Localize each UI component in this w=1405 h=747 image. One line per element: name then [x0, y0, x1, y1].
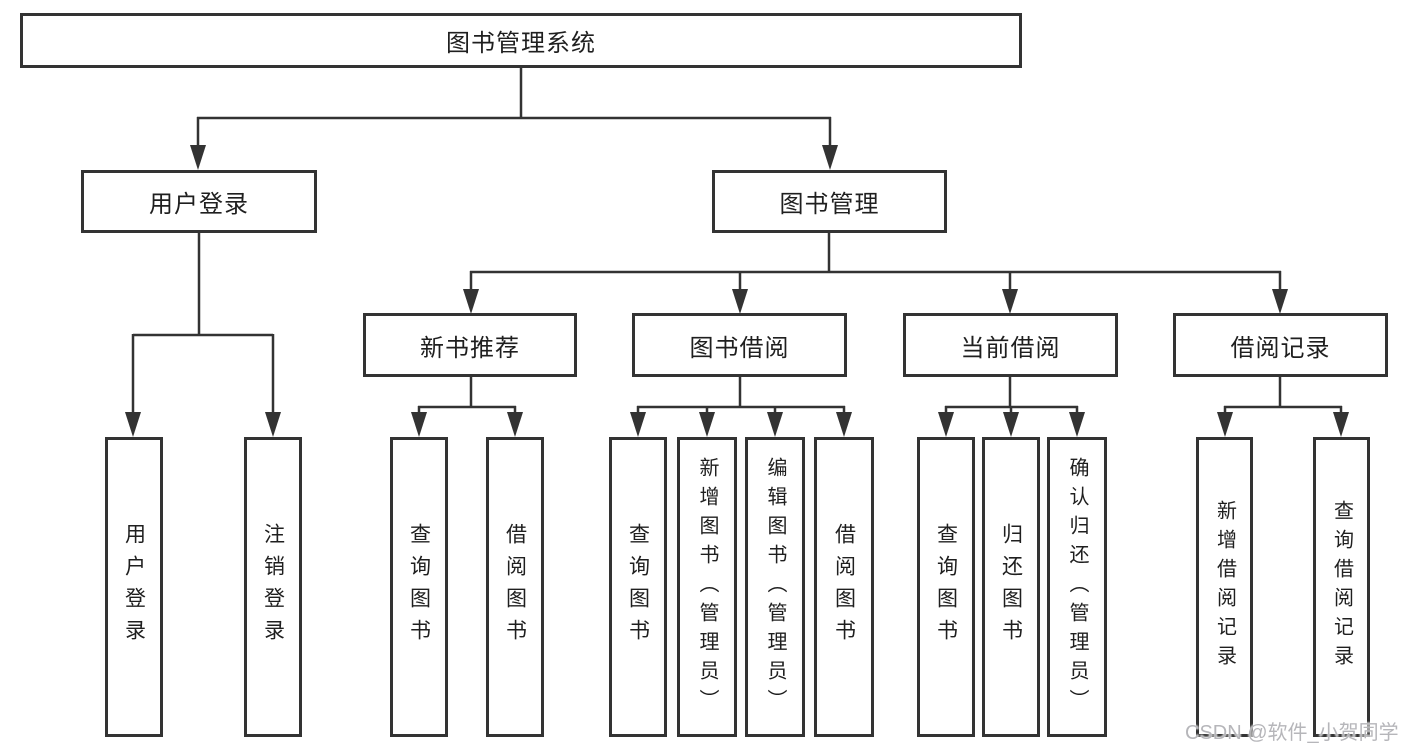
arrowhead [1272, 289, 1288, 314]
arrowhead [732, 289, 748, 314]
connector-new-book-split [411, 376, 523, 437]
leaf-user-login: 用户登录 [105, 437, 163, 737]
node-book-borrowing: 图书借阅 [632, 313, 847, 377]
arrowhead [265, 412, 281, 437]
node-current-borrowing: 当前借阅 [903, 313, 1118, 377]
leaf-record-query-borrow-record: 查询借阅记录 [1313, 437, 1370, 737]
leaf-logout: 注销登录 [244, 437, 302, 737]
node-label: 借阅图书 [503, 523, 527, 651]
arrowhead [125, 412, 141, 437]
arrowhead [190, 145, 206, 170]
node-label: 借阅图书 [832, 523, 856, 651]
node-label: 查询图书 [626, 523, 650, 651]
node-label: 编辑图书（管理员） [764, 456, 786, 718]
leaf-current-query-books: 查询图书 [917, 437, 975, 737]
arrowhead [938, 412, 954, 437]
arrowhead [822, 145, 838, 170]
arrowhead [411, 412, 427, 437]
arrowhead [1002, 289, 1018, 314]
node-label: 图书管理 [779, 191, 880, 218]
arrowhead [836, 412, 852, 437]
connector-current-borrow-split [938, 376, 1085, 437]
connector-book-management-split [463, 232, 1288, 314]
node-label: 确认归还（管理员） [1066, 456, 1088, 718]
leaf-borrow-edit-books-admin: 编辑图书（管理员） [745, 437, 805, 737]
node-label: 查询图书 [934, 523, 958, 651]
node-label: 新书推荐 [420, 334, 520, 362]
connector-borrow-record-split [1217, 376, 1349, 437]
leaf-record-add-borrow-record: 新增借阅记录 [1196, 437, 1253, 737]
node-label: 当前借阅 [960, 334, 1061, 362]
node-label: 查询借阅记录 [1330, 500, 1353, 674]
node-label: 用户登录 [149, 191, 249, 218]
leaf-newbook-borrow-books: 借阅图书 [486, 437, 544, 737]
arrowhead [767, 412, 783, 437]
node-new-book-recommendation: 新书推荐 [363, 313, 577, 377]
arrowhead [463, 289, 479, 314]
arrowhead [1217, 412, 1233, 437]
leaf-borrow-borrow-books: 借阅图书 [814, 437, 874, 737]
node-label: 用户登录 [122, 523, 146, 651]
node-label: 新增图书（管理员） [696, 456, 718, 718]
node-library-management-system: 图书管理系统 [20, 13, 1022, 68]
arrowhead [1333, 412, 1349, 437]
connector-root-split [190, 68, 838, 170]
arrowhead [507, 412, 523, 437]
leaf-borrow-query-books: 查询图书 [609, 437, 667, 737]
arrowhead [630, 412, 646, 437]
node-borrowing-records: 借阅记录 [1173, 313, 1388, 377]
node-label: 图书借阅 [689, 334, 790, 362]
node-label: 查询图书 [407, 523, 431, 651]
arrowhead [1069, 412, 1085, 437]
arrowhead [1003, 412, 1019, 437]
csdn-watermark: CSDN @软件_小贺同学 [1185, 722, 1399, 744]
connector-book-borrow-split [630, 376, 852, 437]
leaf-current-confirm-return-admin: 确认归还（管理员） [1047, 437, 1107, 737]
connector-user-login-split [125, 232, 281, 437]
node-label: 图书管理系统 [446, 30, 596, 57]
node-label: 注销登录 [261, 523, 285, 651]
arrowhead [699, 412, 715, 437]
node-label: 新增借阅记录 [1213, 500, 1236, 674]
node-user-login: 用户登录 [81, 170, 317, 233]
leaf-borrow-add-books-admin: 新增图书（管理员） [677, 437, 737, 737]
leaf-current-return-books: 归还图书 [982, 437, 1040, 737]
leaf-newbook-query-books: 查询图书 [390, 437, 448, 737]
node-label: 归还图书 [999, 523, 1023, 651]
node-label: 借阅记录 [1230, 334, 1331, 362]
node-book-management: 图书管理 [712, 170, 947, 233]
